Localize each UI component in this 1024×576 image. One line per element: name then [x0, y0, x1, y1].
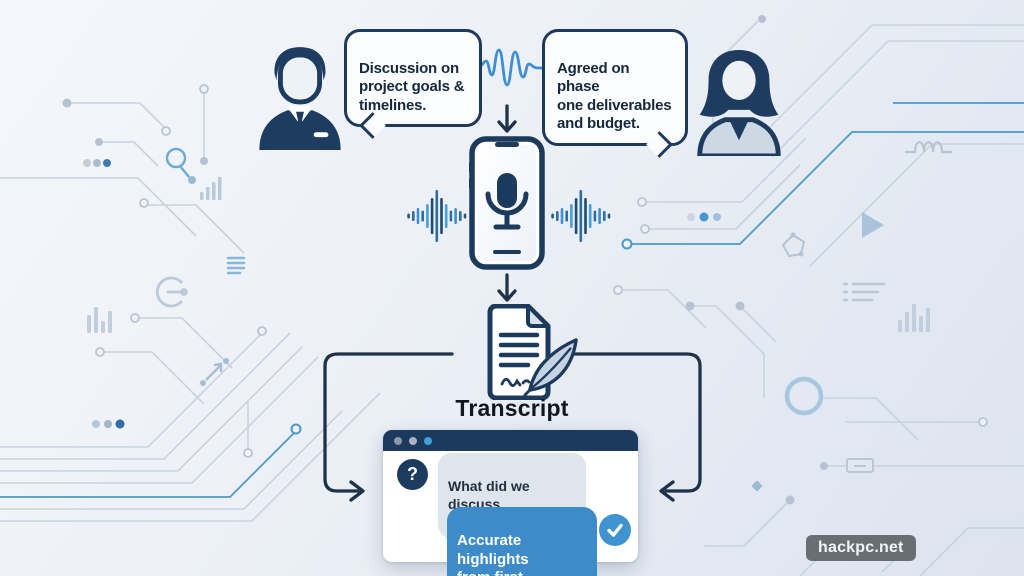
chat-answer-text: Accurate highlights from first interview: [457, 532, 529, 576]
speech-text-left: Discussion on project goals & timelines.: [359, 59, 465, 114]
microphone-icon: [485, 173, 529, 230]
cube-icon: [781, 232, 806, 258]
voice-wave-icon: [473, 48, 550, 87]
node-link-icon: [165, 147, 196, 184]
bar-chart-icon: [898, 304, 930, 332]
smartphone-icon: [469, 136, 545, 270]
coil-icon: [905, 141, 952, 154]
watermark-badge: hackpc.net: [806, 535, 916, 561]
trend-arrow-icon: [200, 358, 229, 386]
speech-text-right: Agreed on phase one deliverables and bud…: [557, 59, 672, 133]
ring-icon: [784, 376, 824, 416]
man-avatar-icon: [259, 47, 341, 150]
speech-bubble-left: Discussion on project goals & timelines.: [344, 29, 482, 128]
check-badge-icon: [599, 514, 631, 546]
question-badge: ?: [397, 459, 428, 490]
browser-titlebar: [383, 430, 638, 451]
transcript-label: Transcript: [455, 395, 569, 421]
window-dot-icon: [424, 436, 432, 445]
woman-avatar-icon: [697, 50, 781, 156]
audio-waveform-left-icon: [407, 190, 467, 242]
play-icon: [862, 212, 884, 238]
question-mark: ?: [407, 464, 418, 484]
watermark-text: hackpc.net: [818, 539, 904, 556]
browser-window: ? What did we discuss two weeks ago? Acc…: [383, 430, 638, 576]
window-dot-icon: [394, 436, 402, 445]
bar-chart-icon: [87, 307, 112, 333]
resistor-icon: [846, 458, 874, 473]
quill-pen-icon: [523, 338, 578, 397]
gauge-icon: [155, 276, 188, 308]
list-icon: [842, 282, 886, 302]
audio-waveform-right-icon: [551, 190, 611, 242]
chat-answer-bubble: Accurate highlights from first interview: [447, 507, 597, 576]
diamond-node: [751, 480, 763, 492]
window-dot-icon: [409, 436, 417, 445]
speech-bubble-right: Agreed on phase one deliverables and bud…: [542, 29, 688, 146]
dot-triples: [83, 159, 721, 429]
menu-lines-icon: [226, 256, 246, 275]
bar-chart-icon: [200, 177, 222, 200]
checkmark-icon: [607, 523, 623, 537]
